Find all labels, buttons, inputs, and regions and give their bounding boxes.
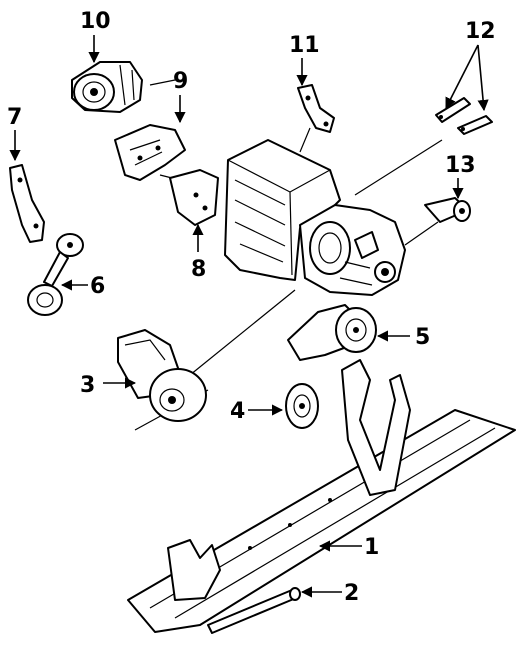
callout-7: 7 [7, 105, 22, 130]
part-7-bracket [9, 164, 45, 243]
engine-block [224, 139, 406, 296]
part-5-front-mount [287, 304, 377, 361]
callout-9: 9 [173, 69, 188, 94]
part-2-rod [207, 587, 301, 634]
callout-8: 8 [191, 257, 206, 282]
leader-arrows [9, 35, 489, 598]
part-13-bushing [424, 197, 471, 223]
part-1-crossmember [127, 359, 516, 633]
callout-3: 3 [80, 373, 95, 398]
callout-12: 12 [465, 19, 496, 44]
part-8-bracket [169, 169, 219, 226]
callout-13: 13 [445, 153, 476, 178]
part-11-bracket [297, 84, 335, 133]
callout-5: 5 [415, 325, 430, 350]
callout-11: 11 [289, 33, 320, 58]
callout-6: 6 [90, 274, 105, 299]
callout-labels: 10 9 7 11 12 13 8 6 3 4 5 1 2 [7, 9, 496, 606]
callout-1: 1 [364, 535, 379, 560]
part-6-mount-link [27, 233, 84, 316]
guide-lines [134, 79, 443, 431]
part-9-bracket [114, 124, 186, 181]
callout-4: 4 [230, 399, 245, 424]
part-12-links [435, 97, 493, 135]
part-3-rear-mount [117, 329, 207, 422]
part-4-bushing [285, 383, 319, 429]
callout-2: 2 [344, 581, 359, 606]
part-10-upper-mount [71, 61, 143, 113]
callout-10: 10 [80, 9, 111, 34]
